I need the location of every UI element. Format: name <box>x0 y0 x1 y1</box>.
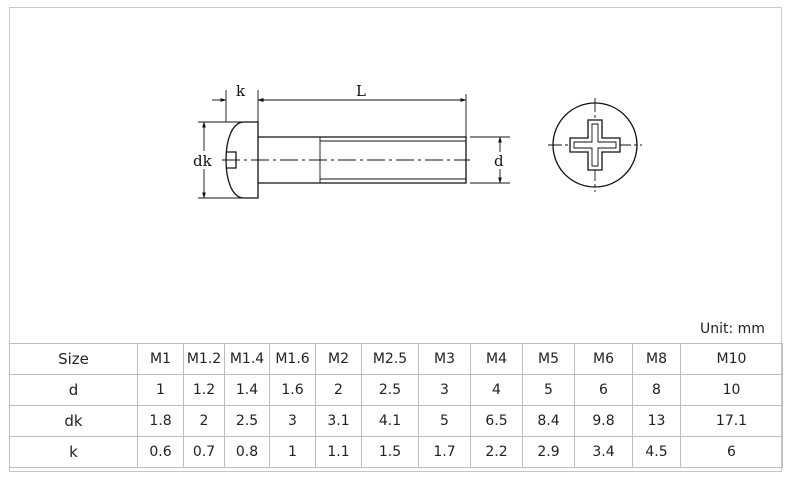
table-cell: 0.8 <box>224 436 270 468</box>
table-cell: 0.6 <box>137 436 184 468</box>
table-cell: M1.2 <box>183 343 225 375</box>
table-cell: 5 <box>418 405 471 437</box>
table-cell: 1.2 <box>183 374 225 406</box>
row-header: dk <box>9 405 138 437</box>
screw-technical-drawing: k L dk d <box>192 82 642 199</box>
unit-label: Unit: mm <box>700 321 765 337</box>
table-cell: 10 <box>680 374 783 406</box>
table-cell: 6 <box>680 436 783 468</box>
table-cell: 1.8 <box>137 405 184 437</box>
table-cell: M2.5 <box>361 343 419 375</box>
table-cell: 4 <box>470 374 523 406</box>
table-cell: 8.4 <box>522 405 575 437</box>
table-cell: M1 <box>137 343 184 375</box>
table-cell: 1 <box>269 436 316 468</box>
table-cell: 1 <box>137 374 184 406</box>
table-cell: 1.1 <box>315 436 362 468</box>
label-d: d <box>494 152 504 170</box>
table-cell: 2.5 <box>361 374 419 406</box>
figure-frame <box>9 7 782 472</box>
table-cell: 4.1 <box>361 405 419 437</box>
table-cell: M8 <box>632 343 681 375</box>
label-dk: dk <box>193 152 213 170</box>
table-cell: 2.5 <box>224 405 270 437</box>
table-cell: 3.4 <box>574 436 633 468</box>
table-cell: M6 <box>574 343 633 375</box>
table-cell: 6.5 <box>470 405 523 437</box>
table-cell: 0.7 <box>183 436 225 468</box>
table-cell: 9.8 <box>574 405 633 437</box>
table-cell: 3 <box>269 405 316 437</box>
table-cell: M1.4 <box>224 343 270 375</box>
table-cell: 2 <box>315 374 362 406</box>
label-L: L <box>356 82 366 100</box>
screw-top-view <box>548 98 642 192</box>
table-cell: 6 <box>574 374 633 406</box>
table-cell: M4 <box>470 343 523 375</box>
table-cell: M5 <box>522 343 575 375</box>
table-cell: 3 <box>418 374 471 406</box>
table-cell: 8 <box>632 374 681 406</box>
row-header: Size <box>9 343 138 375</box>
row-header: k <box>9 436 138 468</box>
dimension-L <box>257 94 467 137</box>
phillips-cross-icon <box>569 119 621 171</box>
label-k: k <box>236 82 246 100</box>
table-cell: 1.7 <box>418 436 471 468</box>
table-cell: 2 <box>183 405 225 437</box>
table-cell: 1.4 <box>224 374 270 406</box>
table-cell: 4.5 <box>632 436 681 468</box>
table-cell: M3 <box>418 343 471 375</box>
table-cell: 1.6 <box>269 374 316 406</box>
table-cell: 2.2 <box>470 436 523 468</box>
table-cell: 13 <box>632 405 681 437</box>
table-cell: 2.9 <box>522 436 575 468</box>
table-cell: M2 <box>315 343 362 375</box>
table-cell: M10 <box>680 343 783 375</box>
table-cell: 1.5 <box>361 436 419 468</box>
table-cell: 5 <box>522 374 575 406</box>
row-header: d <box>9 374 138 406</box>
table-cell: 17.1 <box>680 405 783 437</box>
table-cell: 3.1 <box>315 405 362 437</box>
table-cell: M1.6 <box>269 343 316 375</box>
